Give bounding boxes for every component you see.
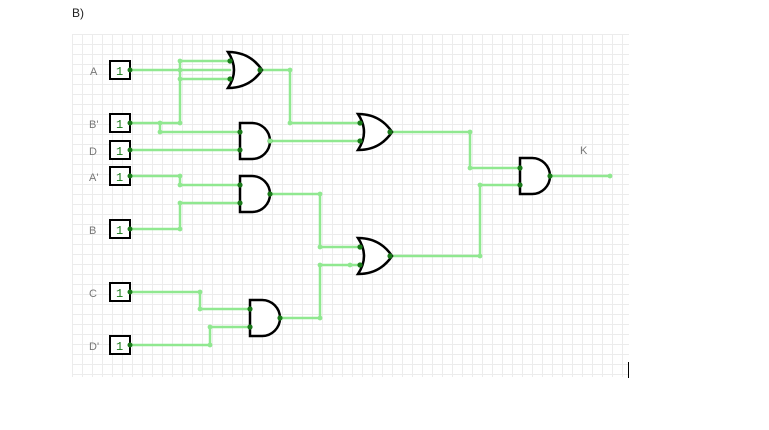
wire-junction-dot	[197, 289, 203, 295]
input-label-c: C	[89, 288, 97, 300]
wires-layer	[128, 59, 612, 347]
wire	[128, 174, 242, 187]
wire-junction-dot	[177, 182, 183, 188]
input-label-d: D	[89, 146, 97, 158]
pin-output-dot	[127, 120, 133, 126]
gate-terminal-dot	[237, 129, 243, 135]
wire	[158, 121, 242, 134]
input-pins-layer	[109, 60, 133, 355]
wire-junction-dot	[317, 191, 323, 197]
wire-junction-dot	[267, 138, 273, 144]
wire-junction-dot	[467, 165, 473, 171]
wire	[128, 77, 182, 125]
gate-terminal-dot	[517, 165, 523, 171]
output-label-k: K	[580, 145, 588, 157]
wire-junction-dot	[157, 129, 163, 135]
and-gate	[248, 298, 282, 338]
wire-junction-dot	[607, 173, 613, 179]
gate-terminal-dot	[357, 244, 363, 250]
wire-junction-dot	[177, 120, 183, 126]
wire-junction-dot	[287, 120, 293, 126]
gate-terminal-dot	[237, 200, 243, 206]
input-label-d-not: D'	[89, 341, 99, 353]
gate-terminal-dot	[547, 173, 553, 179]
gate-terminal-dot	[357, 138, 363, 144]
wire-junction-dot	[177, 226, 183, 232]
wire-junction-dot	[317, 315, 323, 321]
wire-junction-dot	[177, 200, 183, 206]
and-gate	[238, 174, 272, 214]
wire-junction-dot	[347, 262, 353, 268]
input-value-b-not: 1	[116, 118, 123, 132]
and-gate	[518, 156, 552, 196]
gate-terminal-dot	[247, 324, 253, 330]
wire-junction-dot	[157, 120, 163, 126]
wire-junction-dot	[287, 67, 293, 73]
gate-terminal-dot	[267, 191, 273, 197]
and-gate	[238, 121, 272, 161]
input-value-d: 1	[116, 145, 123, 159]
wire-junction-dot	[177, 173, 183, 179]
gate-terminal-dot	[227, 58, 233, 64]
junction-dots-layer	[157, 58, 613, 348]
or-gate	[355, 112, 394, 152]
gate-terminal-dot	[277, 315, 283, 321]
gate-terminal-dot	[357, 120, 363, 126]
input-label-a: A	[90, 66, 98, 78]
gate-terminal-dot	[237, 147, 243, 153]
wire-junction-dot	[177, 58, 183, 64]
wire	[388, 130, 522, 170]
or-gate	[225, 50, 264, 90]
gate-terminal-dot	[517, 182, 523, 188]
wire-junction-dot	[177, 67, 183, 73]
gate-terminal-dot	[387, 253, 393, 259]
wire-junction-dot	[477, 253, 483, 259]
wire-junction-dot	[467, 129, 473, 135]
wire	[388, 183, 522, 258]
input-label-b-not: B'	[89, 119, 98, 131]
gate-terminal-dot	[237, 182, 243, 188]
input-value-b: 1	[116, 224, 123, 238]
gate-terminal-dot	[247, 306, 253, 312]
wire	[278, 263, 362, 320]
input-value-a-not: 1	[116, 171, 123, 185]
pin-output-dot	[127, 342, 133, 348]
wire-junction-dot	[477, 182, 483, 188]
input-value-a: 1	[116, 65, 123, 79]
wire-junction-dot	[207, 324, 213, 330]
gate-terminal-dot	[357, 262, 363, 268]
gate-terminal-dot	[257, 67, 263, 73]
input-value-d-not: 1	[116, 340, 123, 354]
wire-junction-dot	[177, 76, 183, 82]
figure-caption: B)	[72, 6, 84, 20]
gate-terminal-dot	[227, 76, 233, 82]
wire-junction-dot	[207, 342, 213, 348]
wire	[268, 192, 362, 249]
pin-output-dot	[127, 289, 133, 295]
wire-junction-dot	[317, 262, 323, 268]
input-label-b: B	[89, 225, 96, 237]
wire-junction-dot	[197, 306, 203, 312]
pin-output-dot	[127, 226, 133, 232]
or-gate	[355, 236, 394, 276]
wire-junction-dot	[317, 244, 323, 250]
wire	[128, 201, 242, 231]
input-value-c: 1	[116, 287, 123, 301]
pin-output-dot	[127, 173, 133, 179]
pin-output-dot	[127, 147, 133, 153]
wire	[258, 68, 362, 125]
pin-output-dot	[127, 67, 133, 73]
wire	[128, 325, 252, 347]
text-cursor	[628, 362, 629, 378]
circuit-canvas	[72, 34, 629, 377]
input-label-a-not: A'	[89, 172, 98, 184]
gate-terminal-dot	[387, 129, 393, 135]
gates-layer	[225, 50, 552, 338]
wire	[128, 290, 252, 311]
